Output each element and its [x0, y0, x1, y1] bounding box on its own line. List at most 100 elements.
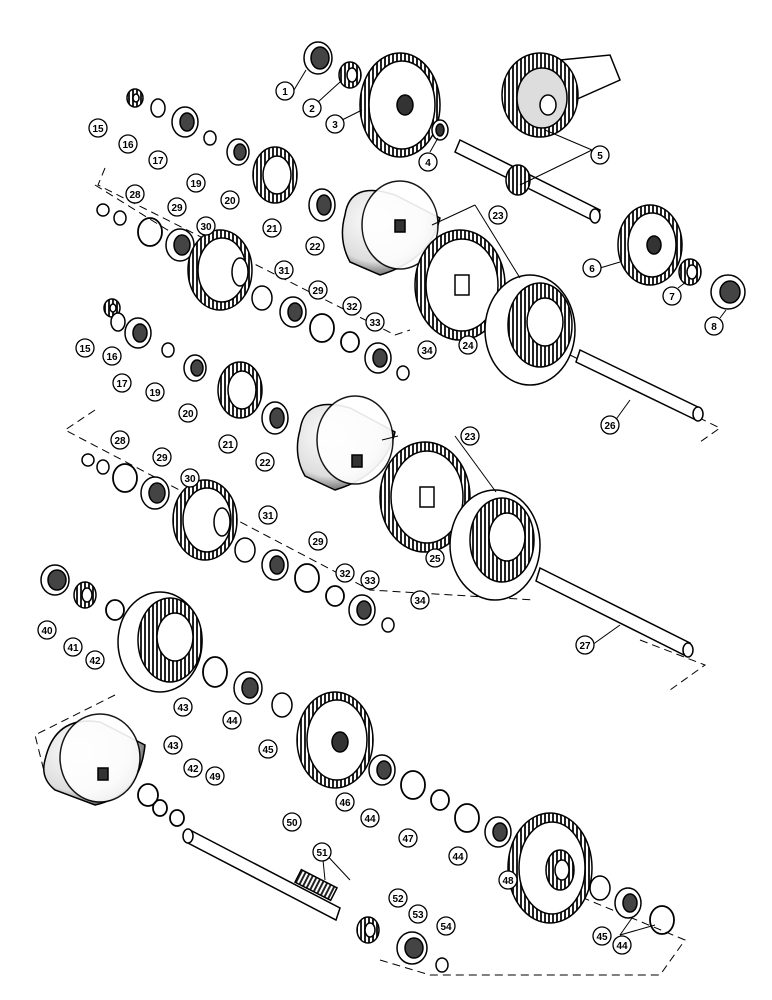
callout-label: 33 [369, 318, 381, 329]
part-cone-52 [356, 916, 380, 944]
part-gear-48 [507, 812, 593, 924]
part-snap-rings-28a [96, 203, 127, 226]
callout-21-b: 21 [218, 434, 238, 454]
callout-label: 26 [604, 421, 616, 432]
callout-41: 41 [63, 637, 83, 657]
callout-label: 20 [224, 196, 236, 207]
part-lockwasher-16b [110, 312, 126, 332]
callout-label: 49 [209, 772, 221, 783]
callout-42-b: 42 [183, 758, 203, 778]
part-bearing-33b [348, 594, 376, 626]
callout-label: 40 [41, 626, 53, 637]
part-ring-44h [649, 905, 675, 935]
part-bushing-31a [251, 285, 273, 311]
callout-26: 26 [600, 415, 620, 435]
callout-label: 42 [89, 656, 101, 667]
part-gear-30a [187, 229, 253, 311]
part-gear-25 [379, 441, 471, 553]
callout-52: 52 [388, 888, 408, 908]
callout-label: 17 [116, 379, 128, 390]
callout-label: 15 [92, 124, 104, 135]
callout-label: 1 [282, 87, 288, 98]
callout-19-b: 19 [145, 382, 165, 402]
callout-label: 29 [312, 537, 324, 548]
part-clutch-pack-43a [117, 591, 203, 693]
callout-29: 29 [167, 197, 187, 217]
part-bushing-45b [589, 875, 611, 901]
callout-label: 21 [266, 224, 278, 235]
callouts: 1 2 3 4 5 6 7 8 15 16 17 19 20 21 22 23 … [37, 81, 724, 955]
callout-32-b: 32 [335, 563, 355, 583]
callout-label: 48 [502, 876, 514, 887]
callout-label: 16 [106, 352, 118, 363]
callout-17-b: 17 [112, 373, 132, 393]
part-bearing-17a [171, 106, 199, 138]
part-bearing-22b [261, 401, 289, 435]
part-shaft-50 [182, 828, 341, 922]
callout-label: 34 [414, 596, 426, 607]
part-bearing-44f [484, 816, 512, 848]
part-ring-32b [325, 585, 345, 607]
part-ring-47 [430, 789, 450, 811]
callout-label: 44 [452, 852, 464, 863]
callout-label: 44 [364, 814, 376, 825]
part-bearing-29f [261, 549, 289, 581]
part-bearing-33a [364, 342, 392, 374]
callout-label: 16 [122, 140, 134, 151]
callout-53: 53 [408, 904, 428, 924]
group-outline-3 [34, 694, 686, 976]
part-bearing-29a [165, 228, 195, 262]
callout-49: 49 [205, 766, 225, 786]
callout-label: 22 [259, 458, 271, 469]
callout-label: 22 [309, 242, 321, 253]
part-bearing-44c [368, 754, 396, 786]
leader-lines [293, 69, 727, 936]
callout-label: 30 [200, 222, 212, 233]
callout-label: 54 [440, 922, 452, 933]
callout-label: 47 [402, 834, 414, 845]
part-snap-rings-28b [81, 453, 110, 475]
part-clutch-drum-23b [296, 395, 396, 491]
callout-5: 5 [590, 145, 610, 165]
part-gear-3 [359, 52, 441, 158]
callout-31-b: 31 [258, 505, 278, 525]
callout-1: 1 [275, 81, 295, 101]
callout-45-b: 45 [592, 926, 612, 946]
callout-42: 42 [85, 650, 105, 670]
part-washer-4 [431, 119, 449, 141]
part-bearing-20a [226, 138, 250, 166]
part-clutch-pack-23a [484, 274, 576, 386]
callout-label: 28 [129, 190, 141, 201]
callout-7: 7 [662, 286, 682, 306]
callout-label: 23 [492, 211, 504, 222]
callout-label: 50 [286, 818, 298, 829]
callout-15-b: 15 [75, 338, 95, 358]
callout-25: 25 [425, 548, 445, 568]
callout-label: 5 [597, 151, 603, 162]
callout-label: 21 [222, 440, 234, 451]
callout-label: 43 [167, 741, 179, 752]
callout-label: 32 [339, 569, 351, 580]
callout-21: 21 [262, 218, 282, 238]
callout-label: 46 [339, 798, 351, 809]
part-cone-41 [73, 581, 97, 609]
callout-label: 4 [425, 158, 431, 169]
part-ring-42b [137, 783, 159, 807]
part-nut-15a [126, 88, 144, 108]
callout-44-b: 44 [360, 808, 380, 828]
part-ring-54 [435, 957, 449, 973]
callout-label: 44 [226, 716, 238, 727]
callout-28: 28 [125, 184, 145, 204]
callout-46: 46 [335, 792, 355, 812]
callout-44: 44 [222, 710, 242, 730]
callout-22: 22 [305, 236, 325, 256]
callout-label: 29 [171, 203, 183, 214]
part-cone-7 [678, 258, 702, 286]
part-rings-49 [152, 799, 185, 827]
callout-29-c: 29 [152, 447, 172, 467]
callout-label: 15 [79, 344, 91, 355]
callout-40: 40 [37, 620, 57, 640]
callout-label: 32 [346, 302, 358, 313]
part-ring-42a [105, 599, 125, 621]
